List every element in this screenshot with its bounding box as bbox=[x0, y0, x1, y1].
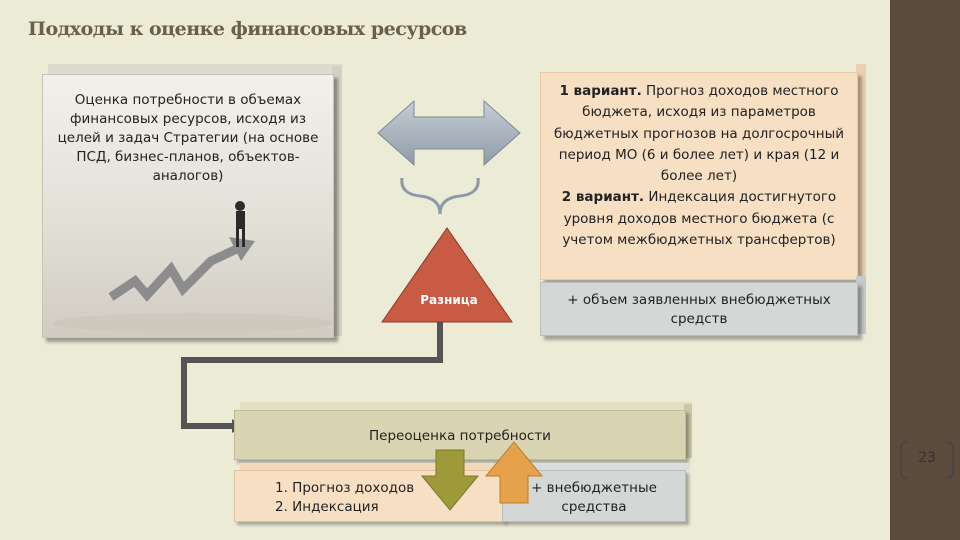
growth-chart-illustration bbox=[53, 201, 333, 333]
revaluation-top-edge bbox=[240, 402, 692, 410]
variant2-label: 2 вариант. bbox=[561, 189, 645, 206]
difference-label: Разница bbox=[420, 293, 478, 307]
extrabudget-panel-side-edge bbox=[856, 276, 866, 334]
double-arrow-icon bbox=[377, 99, 521, 167]
variant1-label: 1 вариант. bbox=[559, 83, 642, 99]
forecast-indexing-box: 1. Прогноз доходов 2. Индексация bbox=[234, 470, 504, 522]
forecast-line-2: 2. Индексация bbox=[275, 499, 379, 515]
brace-icon bbox=[400, 177, 480, 215]
budget-extra-top-edge bbox=[506, 463, 690, 470]
forecast-line-1: 1. Прогноз доходов bbox=[275, 480, 415, 496]
page-number: 23 bbox=[918, 450, 936, 466]
extrabudget-text: + объем заявленных внебюджетных средств bbox=[567, 292, 831, 327]
revaluation-side-edge bbox=[684, 404, 692, 458]
need-revaluation-box: Переоценка потребности bbox=[234, 410, 686, 460]
difference-triangle bbox=[381, 227, 513, 323]
need-assessment-panel: Оценка потребности в объемах финансовых … bbox=[42, 74, 334, 338]
left-panel-top-edge bbox=[48, 64, 342, 74]
page-number-frame bbox=[900, 441, 954, 479]
income-variants-text: 1 вариант. Прогноз доходов местного бюдж… bbox=[547, 81, 851, 251]
page-title: Подходы к оценке финансовых ресурсов bbox=[28, 18, 467, 40]
forecast-indexing-text: 1. Прогноз доходов 2. Индексация bbox=[275, 479, 414, 517]
extrabudget-panel: + объем заявленных внебюджетных средств bbox=[540, 282, 858, 336]
variant2-text: Индексация достигнутого уровня доходов м… bbox=[562, 189, 837, 249]
forecast-top-edge bbox=[240, 463, 506, 470]
extrabudget-funds-box: + внебюджетные средства bbox=[502, 470, 686, 522]
elbow-connector bbox=[181, 322, 443, 429]
extrabudget-funds-text: + внебюджетные средства bbox=[531, 480, 657, 515]
variants-panel-side-edge bbox=[856, 64, 866, 280]
variant1-text: Прогноз доходов местного бюджета, исходя… bbox=[553, 83, 845, 185]
left-panel-side-edge bbox=[332, 66, 342, 336]
income-variants-panel: 1 вариант. Прогноз доходов местного бюдж… bbox=[540, 72, 858, 280]
need-revaluation-text: Переоценка потребности bbox=[369, 428, 551, 444]
need-assessment-text: Оценка потребности в объемах финансовых … bbox=[57, 92, 319, 184]
